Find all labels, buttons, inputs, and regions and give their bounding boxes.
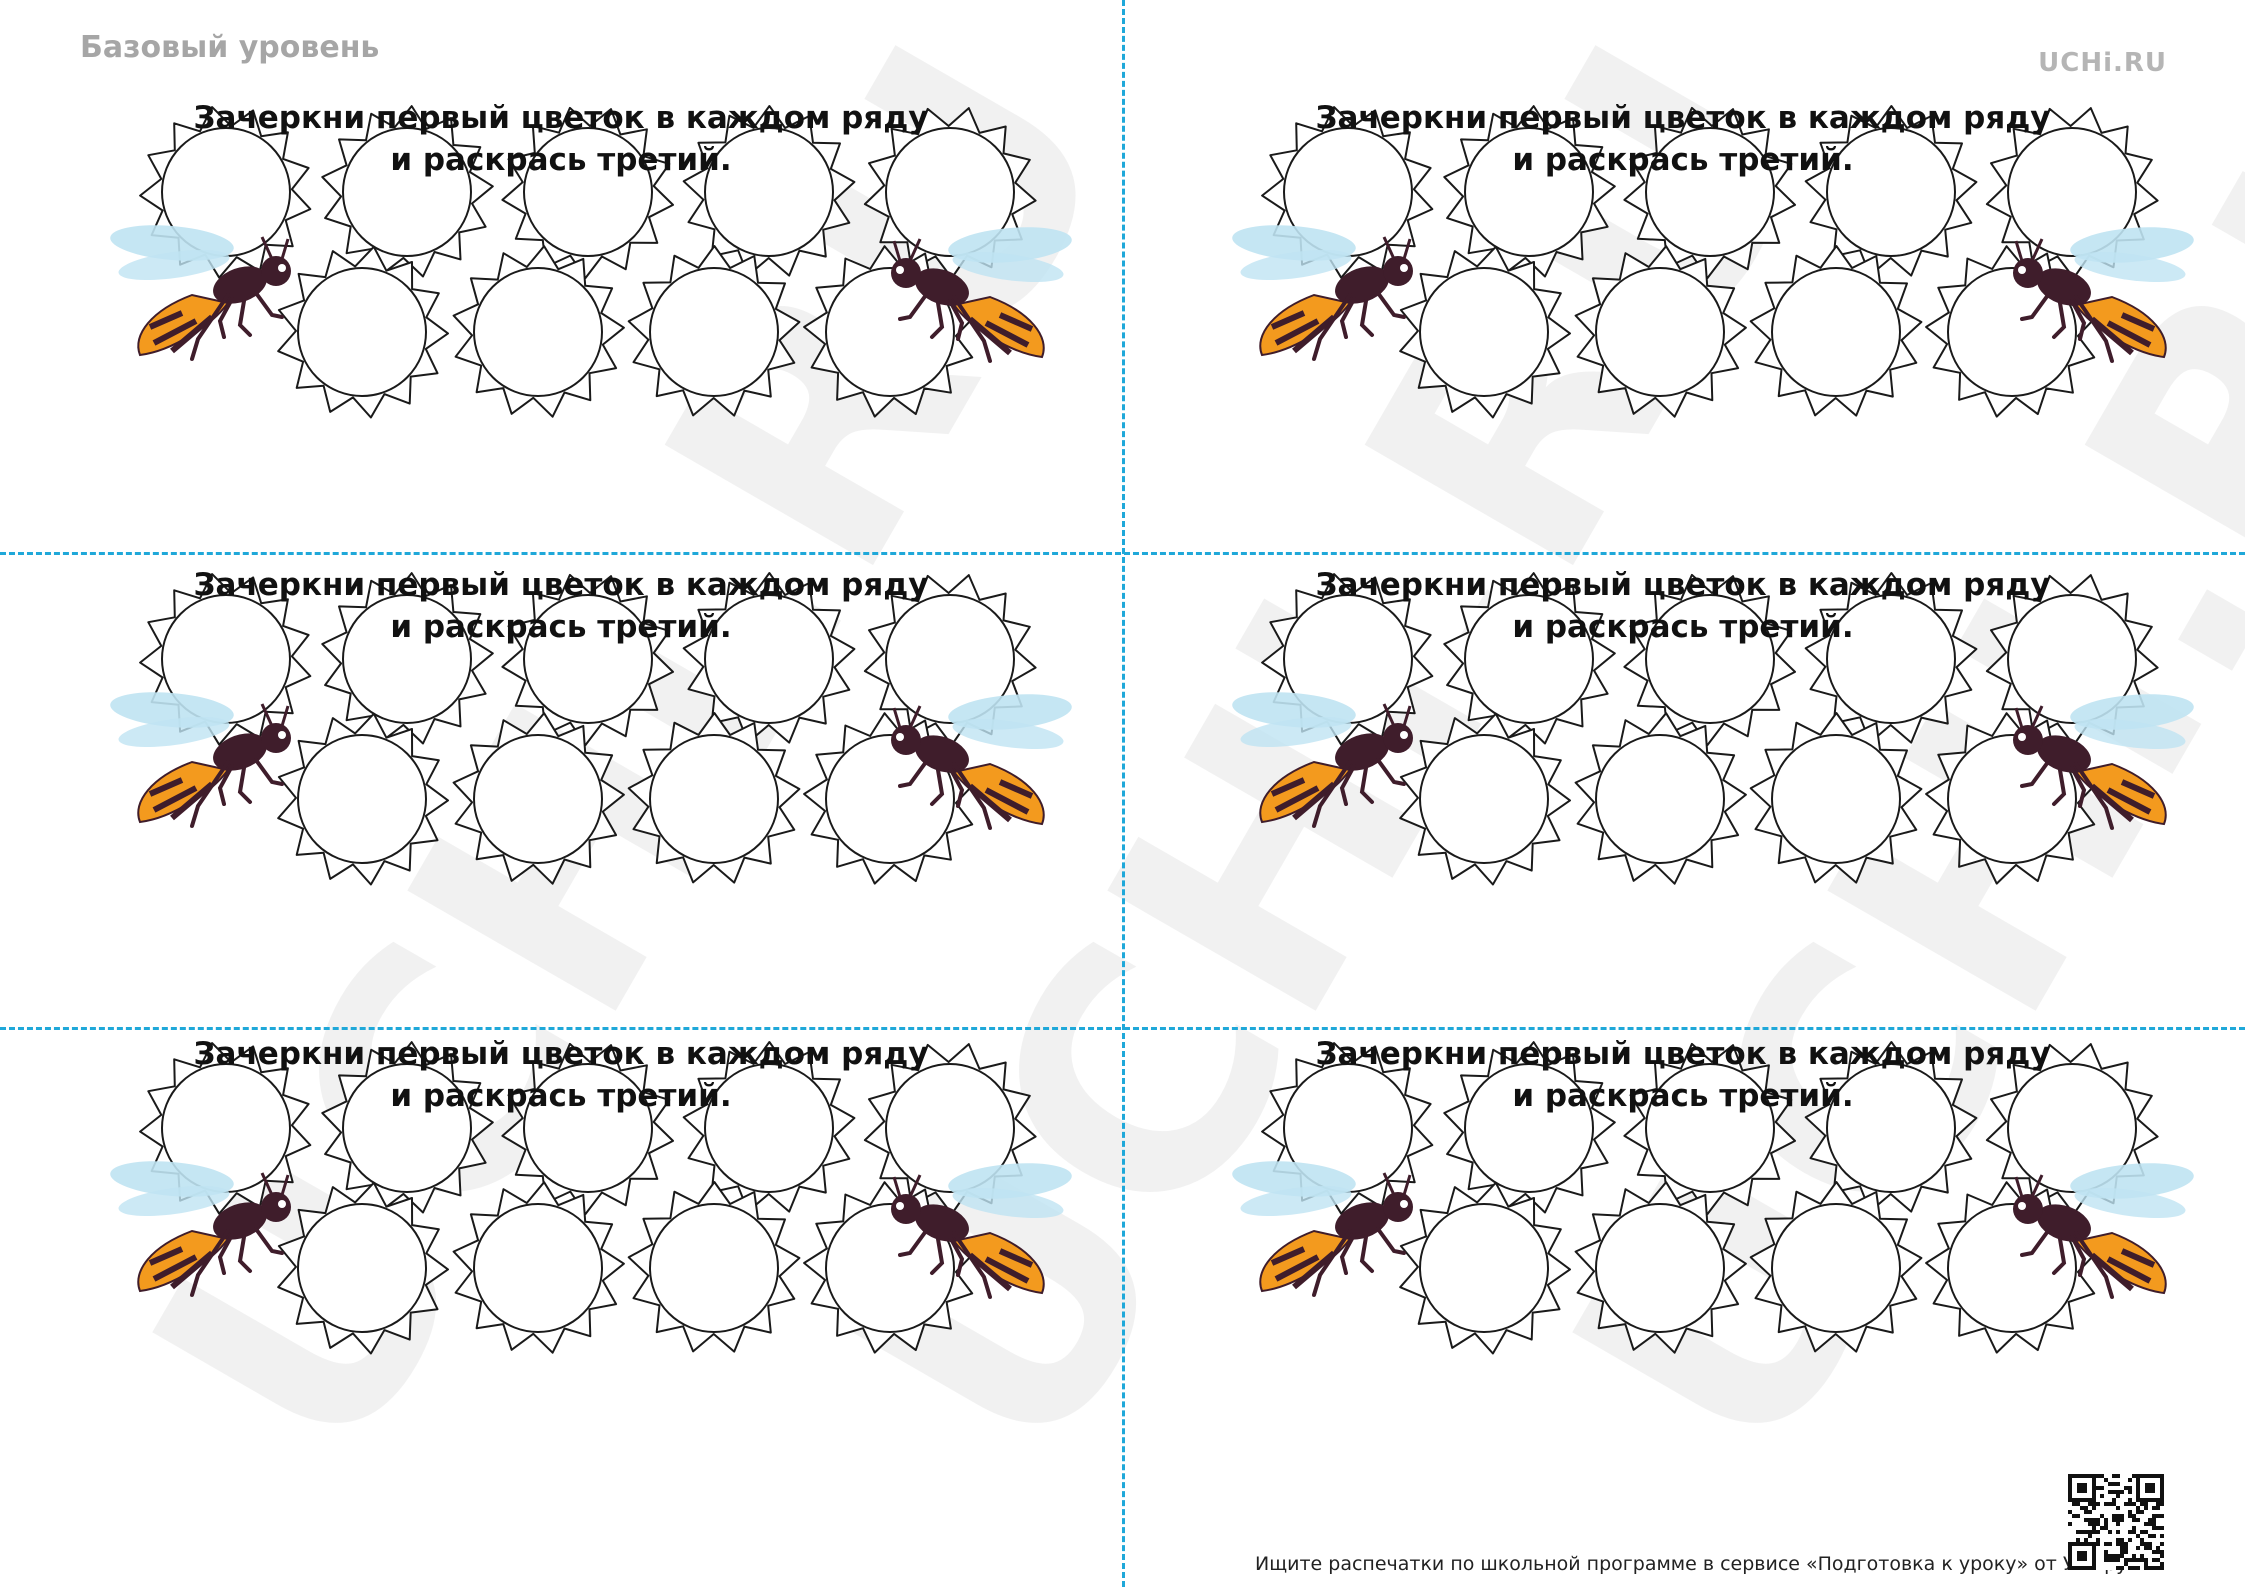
flower-row-art	[110, 105, 1072, 419]
instruction-line: Зачеркни первый цветок в каждом ряду	[1315, 100, 2051, 136]
flower-row-art	[1232, 1041, 2194, 1355]
bee-icon	[110, 1161, 291, 1297]
flower-icon	[1443, 572, 1616, 745]
flower-icon	[452, 245, 625, 418]
flower-icon	[682, 1041, 856, 1213]
flower-icon	[321, 572, 494, 745]
bee-icon	[1232, 692, 1413, 828]
bee-icon	[2013, 227, 2194, 363]
bee-icon	[891, 694, 1072, 830]
qr-code-icon	[2068, 1474, 2164, 1570]
flower-icon	[1623, 106, 1796, 279]
flower-icon	[1443, 105, 1616, 278]
instruction: Зачеркни первый цветок в каждом ряду и р…	[0, 564, 1122, 648]
flower-icon	[501, 573, 674, 746]
bee-icon	[110, 692, 291, 828]
flower-icon	[501, 106, 674, 279]
flower-icon	[627, 712, 801, 884]
flower-icon	[627, 245, 801, 417]
flower-icon	[1749, 245, 1923, 417]
flower-icon	[1804, 105, 1978, 277]
flower-icon	[1623, 573, 1796, 746]
flower-icon	[452, 1181, 625, 1354]
worksheet-card: Зачеркни первый цветок в каждом ряду и р…	[0, 37, 1122, 499]
flower-icon	[1399, 1181, 1571, 1355]
instruction-line: и раскрась третий.	[390, 142, 732, 178]
instruction-line: Зачеркни первый цветок в каждом ряду	[193, 567, 929, 603]
flower-icon	[1749, 1181, 1923, 1353]
instruction: Зачеркни первый цветок в каждом ряду и р…	[1122, 1033, 2244, 1117]
flower-icon	[682, 572, 856, 744]
bee-icon	[2013, 694, 2194, 830]
instruction-line: Зачеркни первый цветок в каждом ряду	[193, 1036, 929, 1072]
bee-icon	[2013, 1163, 2194, 1299]
flower-row-art	[1232, 105, 2194, 419]
flower-icon	[1574, 712, 1747, 885]
instruction: Зачеркни первый цветок в каждом ряду и р…	[1122, 564, 2244, 648]
flower-row-art	[110, 1041, 1072, 1355]
instruction: Зачеркни первый цветок в каждом ряду и р…	[0, 1033, 1122, 1117]
bee-icon	[110, 225, 291, 361]
instruction-line: и раскрась третий.	[1512, 609, 1854, 645]
instruction: Зачеркни первый цветок в каждом ряду и р…	[1122, 97, 2244, 181]
cut-line-horizontal	[0, 1027, 2245, 1030]
instruction-line: и раскрась третий.	[390, 1078, 732, 1114]
level-label: Базовый уровень	[80, 30, 380, 65]
instruction-line: Зачеркни первый цветок в каждом ряду	[193, 100, 929, 136]
flower-icon	[1574, 245, 1747, 418]
instruction-line: и раскрась третий.	[1512, 1078, 1854, 1114]
instruction: Зачеркни первый цветок в каждом ряду и р…	[0, 97, 1122, 181]
flower-icon	[1399, 245, 1571, 419]
instruction-line: и раскрась третий.	[390, 609, 732, 645]
cut-line-vertical	[1122, 0, 1125, 1587]
bee-icon	[1232, 225, 1413, 361]
worksheet-card: Зачеркни первый цветок в каждом ряду и р…	[1122, 973, 2244, 1435]
bee-icon	[891, 1163, 1072, 1299]
flower-icon	[1399, 712, 1571, 886]
cut-line-horizontal	[0, 552, 2245, 555]
bee-icon	[891, 227, 1072, 363]
flower-icon	[1623, 1042, 1796, 1215]
flower-icon	[277, 712, 449, 886]
flower-icon	[682, 105, 856, 277]
flower-icon	[1443, 1041, 1616, 1214]
footer-note: Ищите распечатки по школьной программе в…	[1255, 1553, 2134, 1575]
instruction-line: и раскрась третий.	[1512, 142, 1854, 178]
flower-row-art	[1232, 572, 2194, 886]
bee-icon	[1232, 1161, 1413, 1297]
flower-icon	[863, 574, 1037, 746]
worksheet-card: Зачеркни первый цветок в каждом ряду и р…	[0, 973, 1122, 1435]
worksheet-card: Зачеркни первый цветок в каждом ряду и р…	[1122, 37, 2244, 499]
flower-row-art	[110, 572, 1072, 886]
brand-logo: UCHi.RU	[2038, 48, 2167, 78]
flower-icon	[1804, 1041, 1978, 1213]
instruction-line: Зачеркни первый цветок в каждом ряду	[1315, 567, 2051, 603]
flower-icon	[1574, 1181, 1747, 1354]
flower-icon	[627, 1181, 801, 1353]
flower-icon	[321, 1041, 494, 1214]
instruction-line: Зачеркни первый цветок в каждом ряду	[1315, 1036, 2051, 1072]
flower-icon	[1804, 572, 1978, 744]
flower-icon	[1749, 712, 1923, 884]
worksheet-card: Зачеркни первый цветок в каждом ряду и р…	[1122, 504, 2244, 966]
flower-icon	[277, 1181, 449, 1355]
flower-icon	[452, 712, 625, 885]
worksheet-card: Зачеркни первый цветок в каждом ряду и р…	[0, 504, 1122, 966]
flower-icon	[321, 105, 494, 278]
flower-icon	[277, 245, 449, 419]
flower-icon	[501, 1042, 674, 1215]
